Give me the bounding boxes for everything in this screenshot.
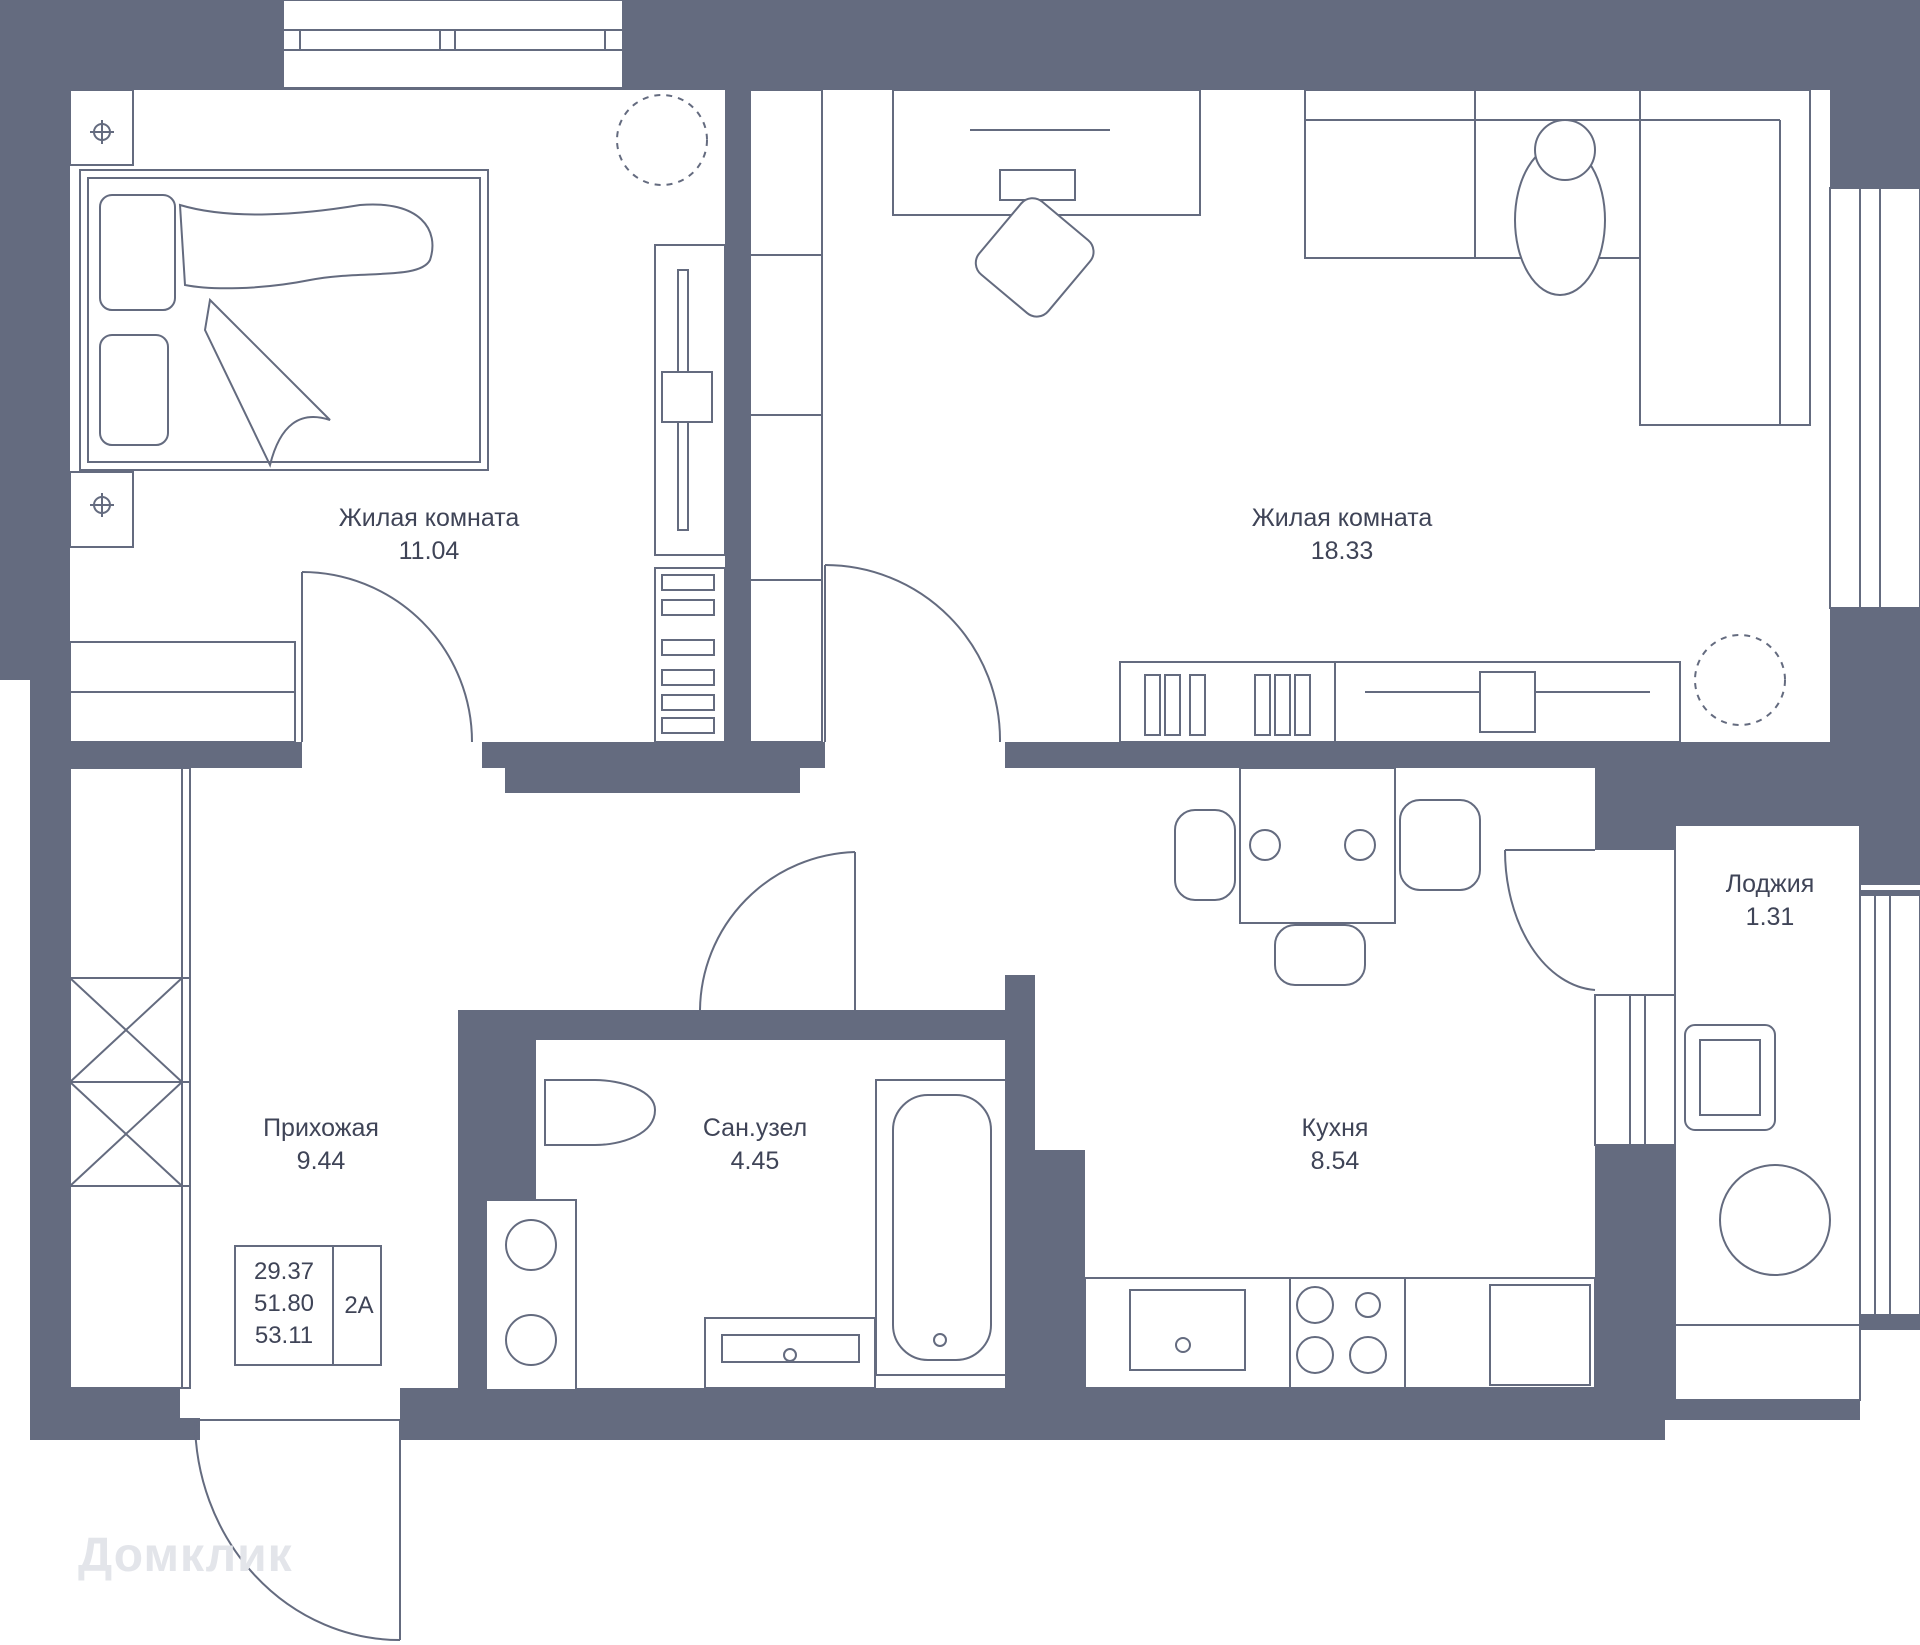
room-name: Жилая комната	[338, 504, 520, 532]
area-summary-box: 29.37 51.80 53.11 2А	[234, 1245, 382, 1366]
room-area: 18.33	[1310, 537, 1374, 565]
room-name: Прихожая	[263, 1114, 379, 1142]
total-with-loggia: 53.11	[254, 1322, 314, 1349]
area-values: 29.37 51.80 53.11	[236, 1247, 334, 1364]
room-label-bathroom: Сан.узел 4.45	[703, 1112, 807, 1178]
room-name: Жилая комната	[1251, 504, 1433, 532]
room-label-living-room: Жилая комната 18.33	[1252, 502, 1433, 568]
hallway-wardrobe	[69, 767, 191, 1389]
bathroom-fixtures	[485, 1079, 1007, 1391]
interior-walls	[180, 750, 1085, 1418]
room-label-loggia: Лоджия 1.31	[1726, 868, 1815, 934]
room-label-kitchen: Кухня 8.54	[1302, 1112, 1369, 1178]
apartment-type: 2А	[344, 1292, 374, 1319]
room-label-hallway: Прихожая 9.44	[263, 1112, 379, 1178]
room-area: 8.54	[1310, 1147, 1360, 1175]
room-area: 1.31	[1745, 903, 1795, 931]
doors	[194, 564, 1596, 1641]
watermark-logo: Домклик	[78, 1529, 293, 1582]
living-area: 29.37	[253, 1258, 315, 1285]
room-area: 11.04	[398, 537, 460, 565]
room-name: Кухня	[1301, 1114, 1369, 1142]
living-furniture	[749, 89, 1811, 743]
room-label-bedroom: Жилая комната 11.04	[339, 502, 520, 568]
loggia-furniture	[1674, 824, 1861, 1401]
room-name: Сан.узел	[702, 1114, 808, 1142]
windows	[282, 0, 1920, 1316]
kitchen-furniture	[1084, 767, 1596, 1389]
room-name: Лоджия	[1725, 870, 1815, 898]
room-area: 9.44	[296, 1147, 346, 1175]
total-area: 51.80	[253, 1290, 315, 1317]
room-area: 4.45	[730, 1147, 780, 1175]
bedroom-furniture	[69, 89, 726, 743]
